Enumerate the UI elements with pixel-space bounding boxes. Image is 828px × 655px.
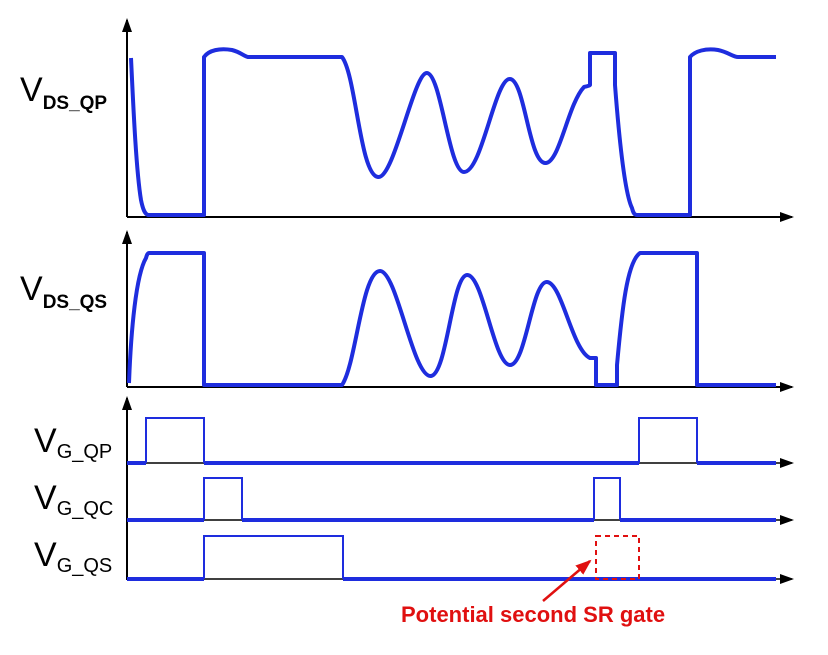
vg-qs-trace: VG_QS xyxy=(34,535,794,584)
vds-qp-label: VDS_QP xyxy=(20,71,107,114)
vg-qp-label-sub: G_QP xyxy=(57,441,113,463)
vg-qc-label-sub: G_QC xyxy=(57,498,114,520)
vg-qc-label-main: V xyxy=(34,479,57,517)
vds-qp-waveform xyxy=(129,47,776,217)
vg-qp-label-main: V xyxy=(34,422,57,460)
vg-qs-label: VG_QS xyxy=(34,536,112,577)
annotation-arrow xyxy=(542,559,592,602)
vg-qs-pulse-1 xyxy=(203,535,344,579)
vds-qp-label-main: V xyxy=(20,71,43,109)
annotation-text: Potential second SR gate xyxy=(401,602,665,627)
panel-gate-drives: VG_QP VG_QC VG_QS xyxy=(34,396,794,584)
vg-qp-pulse-1 xyxy=(145,417,205,463)
vds-qs-label: VDS_QS xyxy=(20,270,107,313)
vds-qp-label-sub: DS_QP xyxy=(43,93,108,114)
vds-qs-label-sub: DS_QS xyxy=(43,292,107,313)
vg-qp-label: VG_QP xyxy=(34,422,112,463)
vg-qs-label-sub: G_QS xyxy=(57,555,113,577)
vg-qp-trace: VG_QP xyxy=(34,417,794,468)
panel-vds-qs: VDS_QS xyxy=(20,230,794,392)
vds-qs-waveform xyxy=(127,251,776,387)
vds-qs-label-main: V xyxy=(20,270,43,308)
vg-qc-pulse-2 xyxy=(593,477,621,520)
vg-qc-pulse-1 xyxy=(203,477,243,520)
vg-qc-label: VG_QC xyxy=(34,479,113,520)
vg-qp-pulse-2 xyxy=(638,417,698,463)
panel-vds-qp: VDS_QP xyxy=(20,18,794,222)
vg-qs-label-main: V xyxy=(34,536,57,574)
annotation: Potential second SR gate xyxy=(401,559,665,627)
vg-qc-trace: VG_QC xyxy=(34,477,794,525)
potential-sr-gate-box xyxy=(595,535,640,580)
